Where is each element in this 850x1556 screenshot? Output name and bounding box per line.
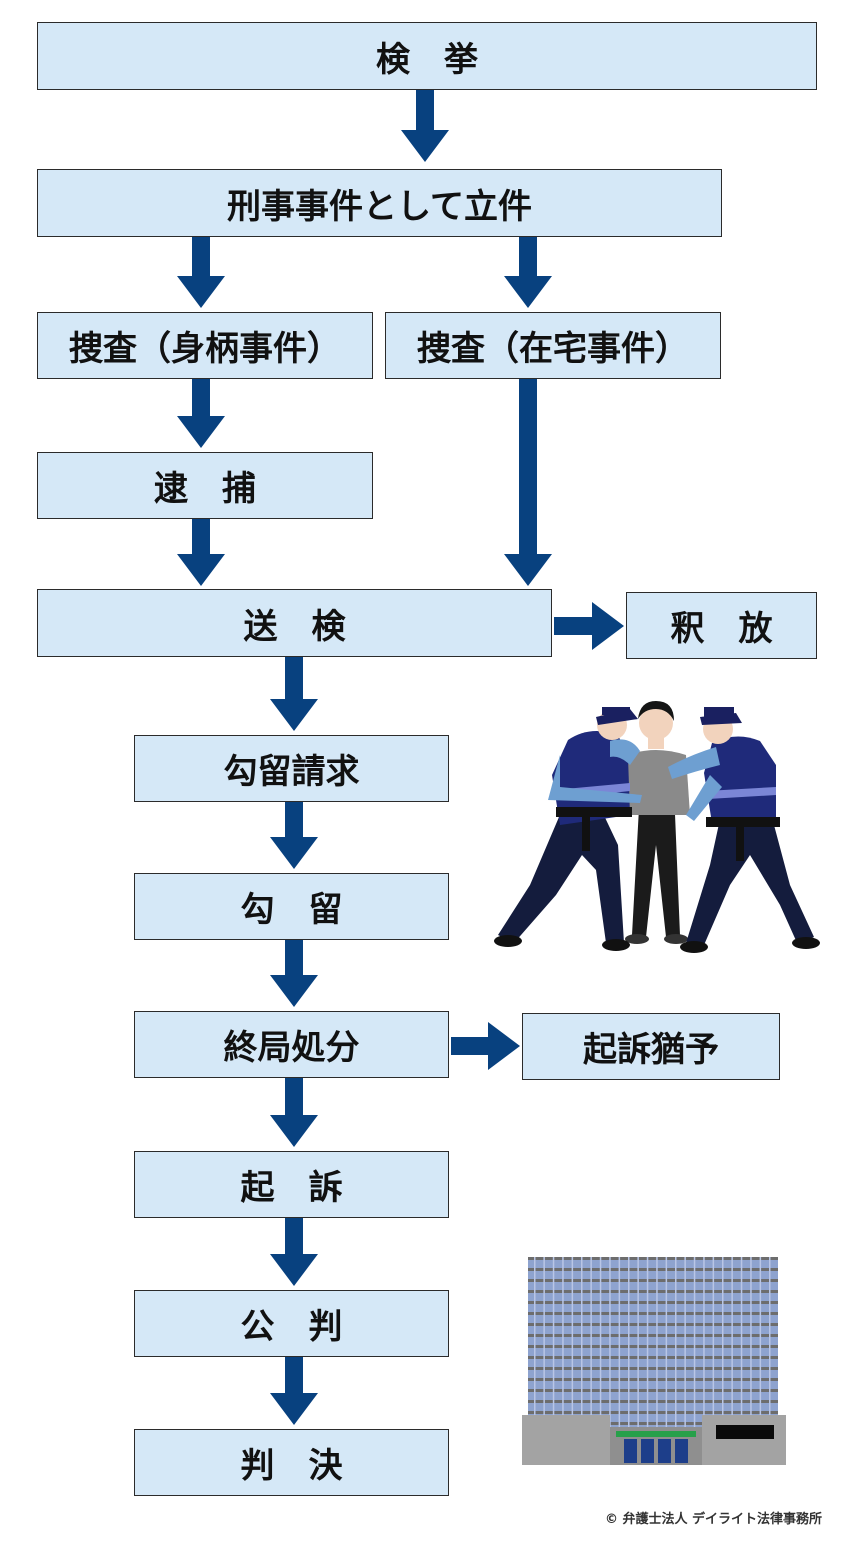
step-shuukyoku: 終局処分: [134, 1011, 449, 1078]
suspect-figure: [624, 701, 690, 944]
building-floor-band: [528, 1422, 778, 1425]
building-door: [624, 1439, 637, 1463]
arrow-taiho-souken: [177, 519, 225, 586]
building-mullion: [656, 1257, 658, 1429]
building-canopy: [616, 1431, 696, 1437]
arrow-kouhan-hanketsu: [270, 1357, 318, 1425]
arrow-kouryuu-shuukyoku: [270, 940, 318, 1007]
building-floor-band: [528, 1367, 778, 1370]
building-floor-band: [528, 1345, 778, 1348]
building-mullion: [590, 1257, 592, 1429]
step-kenkyo: 検 挙: [37, 22, 817, 90]
building-mullion: [646, 1257, 649, 1429]
building-mullion: [609, 1257, 611, 1429]
building-mullion: [665, 1257, 668, 1429]
building-floor-band: [528, 1400, 778, 1403]
building-mullion: [581, 1257, 583, 1429]
building-floor-band: [528, 1312, 778, 1315]
building-floor-band: [528, 1389, 778, 1392]
building-mullion: [599, 1257, 602, 1429]
building-mullion: [769, 1257, 771, 1429]
building-door: [641, 1439, 654, 1463]
building-floor-band: [528, 1301, 778, 1304]
building-floor-band: [528, 1268, 778, 1271]
building-mullion: [693, 1257, 696, 1429]
step-shakuhou: 釈 放: [626, 592, 817, 659]
building-floor-band: [528, 1378, 778, 1381]
building-sign: [716, 1425, 774, 1439]
building-door: [675, 1439, 688, 1463]
copyright-notice: © 弁護士法人 デイライト法律事務所: [604, 1512, 822, 1527]
building-floor-band: [528, 1290, 778, 1293]
building-mullion: [675, 1257, 677, 1429]
building-mullion: [628, 1257, 630, 1429]
building-mullion: [534, 1257, 536, 1429]
building-mullion: [552, 1257, 555, 1429]
building-floor-band: [528, 1334, 778, 1337]
arrow-souken-seikyuu: [270, 657, 318, 731]
arrow-kiso-kouhan: [270, 1218, 318, 1286]
building-mullion: [722, 1257, 724, 1429]
building-mullion: [750, 1257, 752, 1429]
building-left-wing: [522, 1415, 610, 1465]
building-floor-band: [528, 1411, 778, 1414]
building-mullion: [562, 1257, 564, 1429]
building-mullion: [684, 1257, 686, 1429]
step-kiso-yuuyo: 起訴猶予: [522, 1013, 780, 1080]
step-kouhan: 公 判: [134, 1290, 449, 1357]
building-mullion: [543, 1257, 545, 1429]
step-sousa-migara: 捜査（身柄事件）: [37, 312, 373, 379]
building-mullion: [740, 1257, 743, 1429]
arrow-shuukyoku-kiso: [270, 1078, 318, 1147]
building-mullion: [703, 1257, 705, 1429]
court-building-illustration: [522, 1257, 786, 1465]
building-right-wing: [702, 1415, 786, 1465]
left-officer-figure: [494, 707, 642, 951]
step-sousa-zaitaku: 捜査（在宅事件）: [385, 312, 721, 379]
building-mullion: [637, 1257, 639, 1429]
step-hanketsu: 判 決: [134, 1429, 449, 1496]
building-floor-band: [528, 1323, 778, 1326]
building-tower: [528, 1257, 778, 1429]
building-floor-band: [528, 1356, 778, 1359]
step-kiso: 起 訴: [134, 1151, 449, 1218]
building-mullion: [731, 1257, 733, 1429]
building-mullion: [712, 1257, 715, 1429]
step-kouryuu: 勾 留: [134, 873, 449, 940]
step-kouryuu-seikyuu: 勾留請求: [134, 735, 449, 802]
step-souken: 送 検: [37, 589, 552, 657]
building-mullion: [618, 1257, 621, 1429]
arrow-seikyuu-kouryuu: [270, 802, 318, 869]
building-mullion: [571, 1257, 574, 1429]
building-floor-band: [528, 1279, 778, 1282]
building-door: [658, 1439, 671, 1463]
arrow-shuukyoku-yuuyo: [451, 1022, 520, 1070]
arrow-zaitaku-souken: [504, 379, 552, 586]
building-floor-band: [528, 1257, 778, 1260]
step-rikken: 刑事事件として立件: [37, 169, 722, 237]
arrow-rikken-migara: [177, 237, 225, 308]
arrow-rikken-zaitaku: [504, 237, 552, 308]
right-officer-figure: [668, 707, 820, 953]
arrow-kenkyo-rikken: [401, 90, 449, 162]
building-mullion: [759, 1257, 762, 1429]
arrow-souken-shakuhou: [554, 602, 624, 650]
police-arrest-illustration: [494, 701, 820, 953]
step-taiho: 逮 捕: [37, 452, 373, 519]
arrow-migara-taiho: [177, 379, 225, 448]
